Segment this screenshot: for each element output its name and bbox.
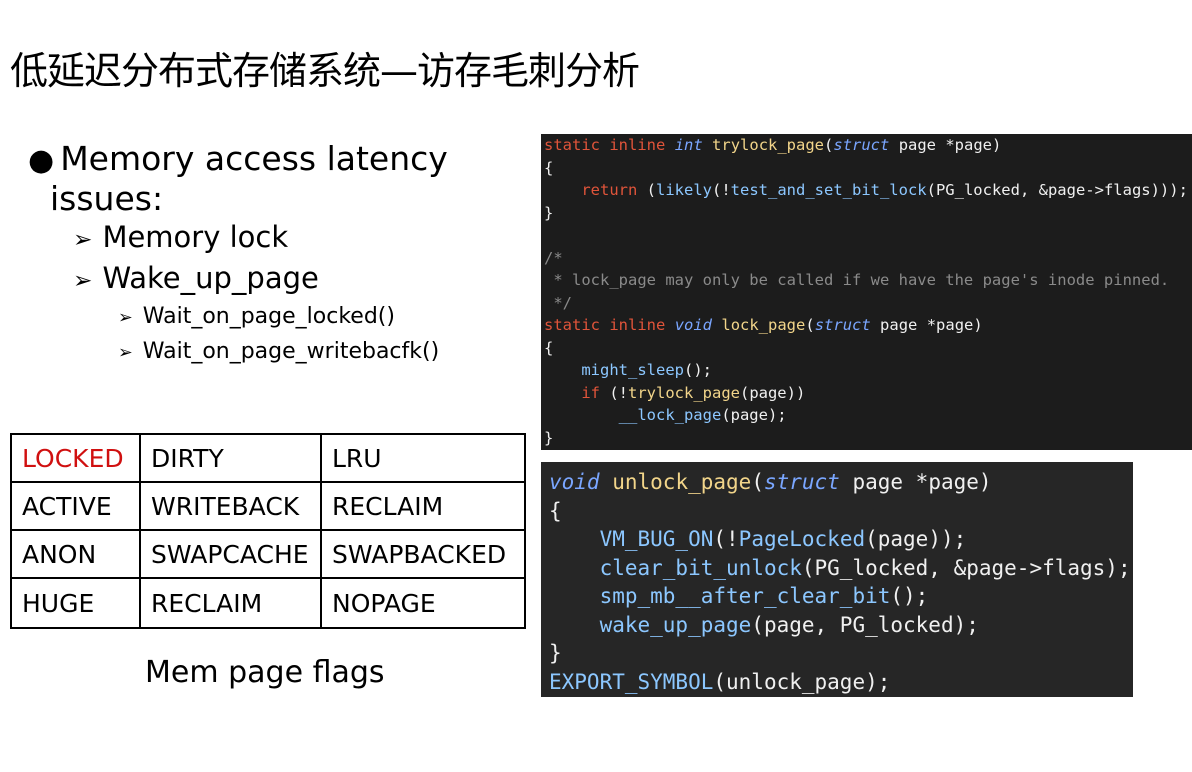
bullet-level3-item: ➢ Wait_on_page_locked() [118, 300, 498, 335]
bullet-level1-line2: issues: [50, 179, 164, 218]
table-cell: WRITEBACK [139, 481, 322, 531]
code-line: VM_BUG_ON(!PageLocked(page)); [599, 527, 967, 551]
bullet-dot-icon: ● [28, 143, 55, 178]
table-row: HUGE RECLAIM NOPAGE [10, 577, 526, 629]
table-row: ANON SWAPCACHE SWAPBACKED [10, 529, 526, 579]
code-line: } [549, 641, 562, 665]
code-line: return (likely(!test_and_set_bit_lock(PG… [581, 181, 1188, 199]
table-cell: LOCKED [10, 433, 141, 483]
code-line: static inline void lock_page(struct page… [544, 316, 983, 334]
arrow-bullet-icon: ➢ [118, 343, 133, 363]
code-line: { [544, 158, 554, 177]
code-snippet-lock-page: static inline int trylock_page(struct pa… [541, 134, 1192, 450]
table-cell: RECLAIM [139, 577, 322, 629]
code-line: { [549, 498, 562, 523]
code-line: smp_mb__after_clear_bit(); [599, 584, 929, 608]
table-caption: Mem page flags [145, 655, 385, 690]
arrow-bullet-icon: ➢ [73, 226, 93, 253]
code-line: } [544, 428, 554, 447]
table-cell: HUGE [10, 577, 141, 629]
code-line: if (!trylock_page(page)) [581, 383, 806, 402]
table-cell: NOPAGE [320, 577, 526, 629]
bullet-level1: ●Memory access latency issues: [28, 140, 498, 218]
arrow-bullet-icon: ➢ [73, 267, 93, 294]
table-cell: ACTIVE [10, 481, 141, 531]
code-line: wake_up_page(page, PG_locked); [599, 612, 979, 637]
arrow-bullet-icon: ➢ [118, 308, 133, 328]
bullet-level2-label: Memory lock [102, 220, 289, 254]
table-row: LOCKED DIRTY LRU [10, 433, 526, 483]
code-line: might_sleep(); [581, 361, 712, 379]
table-cell: ANON [10, 529, 141, 579]
code-line: } [544, 203, 554, 222]
table-cell: SWAPCACHE [139, 529, 322, 579]
bullet-level2-item: ➢ Memory lock [73, 218, 498, 259]
code-line: * lock_page may only be called if we hav… [544, 271, 1170, 289]
table-row: ACTIVE WRITEBACK RECLAIM [10, 481, 526, 531]
code-line: __lock_page(page); [618, 406, 787, 424]
table-cell: DIRTY [139, 433, 322, 483]
bullet-level3-label: Wait_on_page_locked() [142, 304, 395, 329]
code-line: /* [544, 248, 563, 267]
bullet-level2-label: Wake_up_page [102, 261, 319, 295]
bullet-level3-label: Wait_on_page_writebacfk() [142, 339, 440, 364]
code-line: { [544, 338, 554, 357]
bullet-level2-item: ➢ Wake_up_page [73, 259, 498, 300]
code-line: */ [544, 293, 572, 312]
code-line: clear_bit_unlock(PG_locked, &page->flags… [599, 555, 1131, 580]
code-line: static inline int trylock_page(struct pa… [544, 136, 1002, 154]
bullet-level1-line1: Memory access latency [60, 139, 448, 178]
code-line: void unlock_page(struct page *page) [549, 470, 992, 494]
table-cell: SWAPBACKED [320, 529, 526, 579]
slide-title: 低延迟分布式存储系统—访存毛刺分析 [10, 49, 640, 93]
code-line [544, 224, 1192, 247]
page-flags-table: LOCKED DIRTY LRU ACTIVE WRITEBACK RECLAI… [10, 433, 526, 629]
code-snippet-unlock-page: void unlock_page(struct page *page) { VM_… [541, 462, 1133, 697]
bullet-level3-item: ➢ Wait_on_page_writebacfk() [118, 335, 498, 370]
table-cell: LRU [320, 433, 526, 483]
table-cell: RECLAIM [320, 481, 526, 531]
code-line: EXPORT_SYMBOL(unlock_page); [549, 669, 891, 694]
bullet-list: ●Memory access latency issues: ➢ Memory l… [28, 140, 498, 370]
